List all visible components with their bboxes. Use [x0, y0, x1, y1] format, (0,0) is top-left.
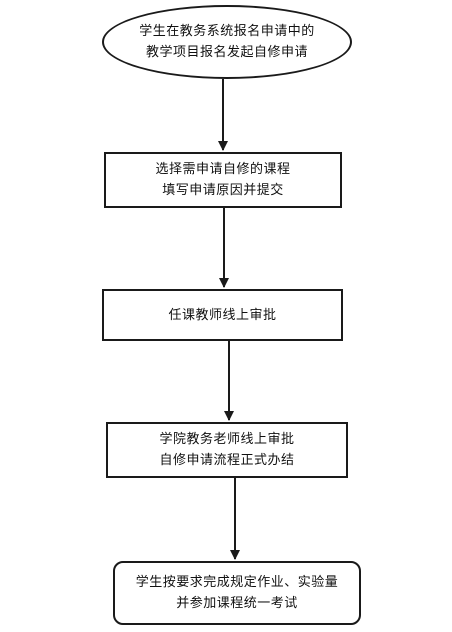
college-approval-node: 学院教务老师线上审批 自修申请流程正式办结: [106, 422, 348, 478]
start-ellipse-node: 学生在教务系统报名申请中的 教学项目报名发起自修申请: [102, 5, 352, 79]
exam-node-line-1: 学生按要求完成规定作业、实验量: [135, 575, 339, 590]
select-node-line-1: 选择需申请自修的课程: [155, 162, 291, 177]
college-node-line-2: 自修申请流程正式办结: [159, 453, 295, 468]
exam-node-line-2: 并参加课程统一考试: [176, 596, 298, 611]
exam-rounded-node: 学生按要求完成规定作业、实验量 并参加课程统一考试: [113, 561, 361, 625]
teacher-node-line-1: 任课教师线上审批: [168, 307, 277, 323]
start-node-line-2: 教学项目报名发起自修申请: [145, 45, 308, 60]
teacher-approval-node: 任课教师线上审批: [102, 289, 343, 341]
college-node-line-1: 学院教务老师线上审批: [159, 432, 295, 447]
start-node-line-1: 学生在教务系统报名申请中的: [139, 24, 315, 39]
select-node-line-2: 填写申请原因并提交: [162, 183, 284, 198]
select-course-node: 选择需申请自修的课程 填写申请原因并提交: [104, 152, 342, 208]
